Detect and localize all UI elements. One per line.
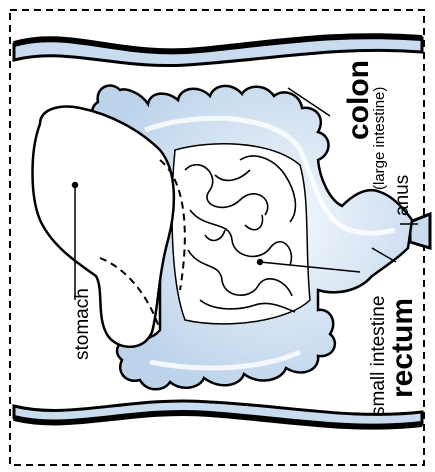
label-colon-subtitle: (large intestine) <box>371 87 388 190</box>
label-stomach: stomach <box>72 288 93 360</box>
label-rectum: rectum <box>386 298 419 398</box>
small-intestine-dot <box>258 260 263 265</box>
anus-tube <box>410 214 430 248</box>
stomach-dot <box>73 183 78 188</box>
label-anus: anus <box>392 175 413 216</box>
small-intestine-area <box>172 144 310 324</box>
